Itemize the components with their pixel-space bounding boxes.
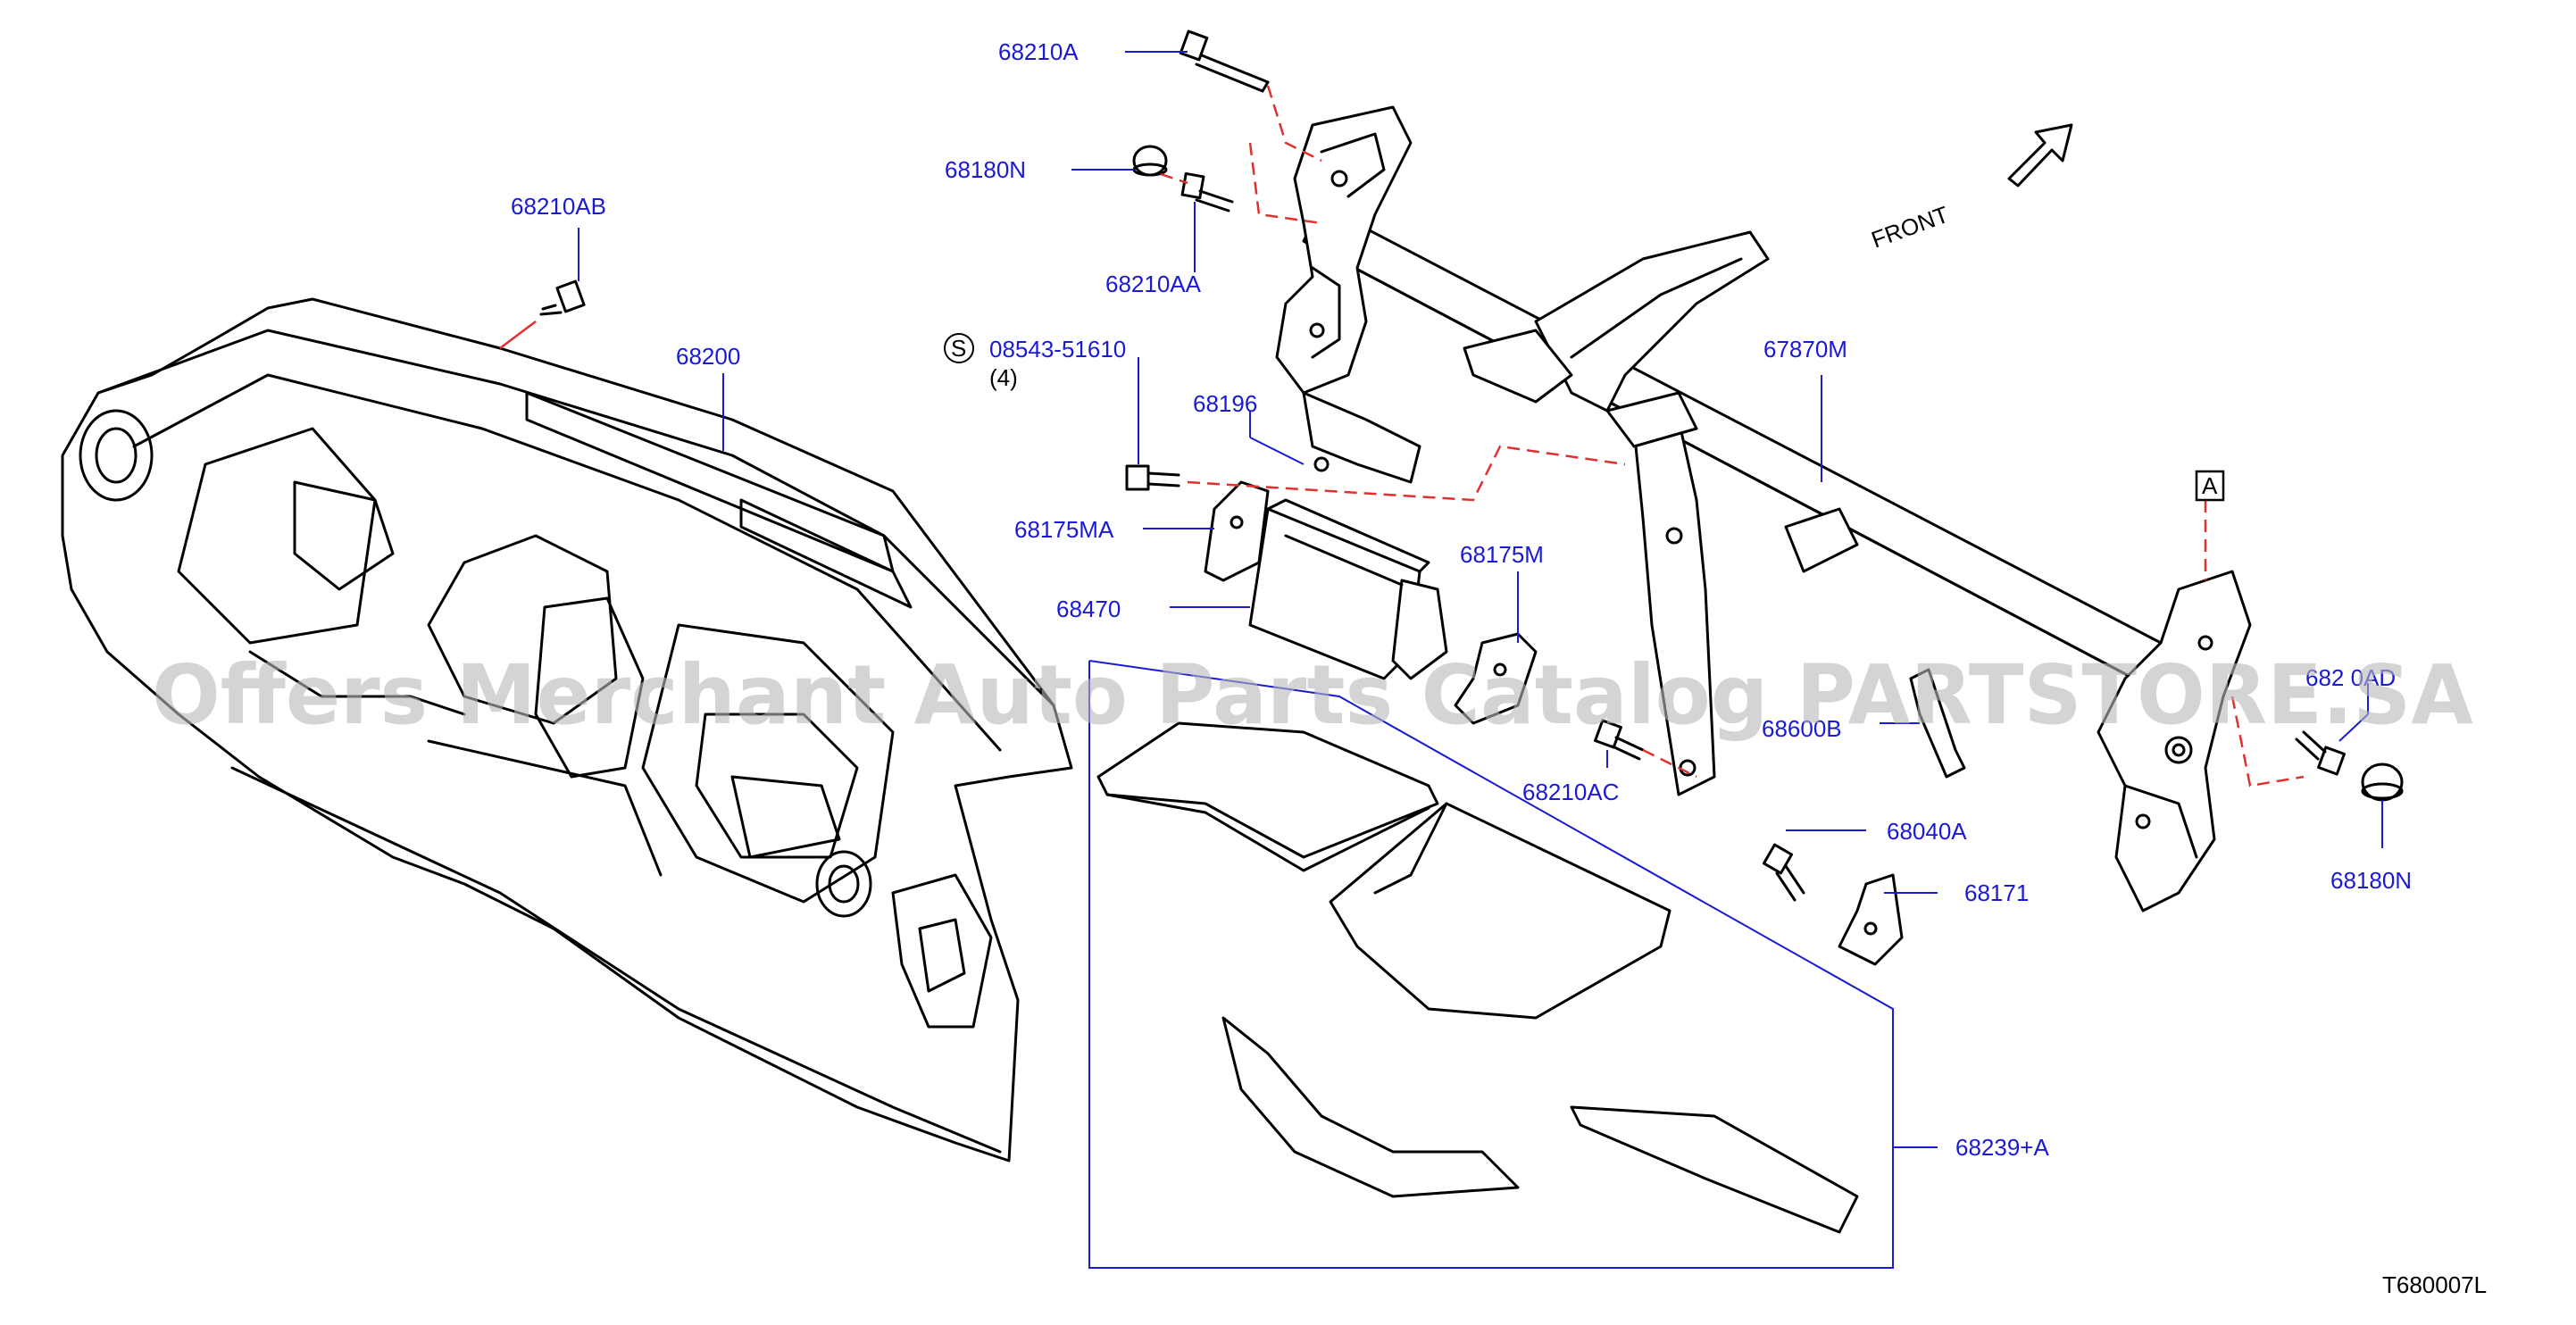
label-68175ma[interactable]: 68175MA	[1014, 516, 1114, 543]
bolt-68210ab[interactable]	[539, 279, 586, 316]
bracket-68175ma[interactable]	[1204, 480, 1270, 582]
label-67870m[interactable]: 67870M	[1763, 336, 1847, 362]
airbag-module-68470[interactable]	[1248, 498, 1448, 680]
bolt-68040a[interactable]	[1762, 843, 1805, 902]
bolt-08543-51610[interactable]	[1125, 464, 1180, 491]
s-code-letter: S	[951, 335, 966, 362]
ref-line-68210ab	[499, 321, 537, 349]
label-68210aa[interactable]: 68210AA	[1105, 271, 1202, 297]
label-68210a[interactable]: 68210A	[998, 38, 1079, 65]
front-label: FRONT	[1868, 201, 1953, 254]
label-68210ad[interactable]: 682 0AD	[2305, 664, 2396, 691]
front-arrow-icon	[2007, 123, 2073, 188]
label-68210ac[interactable]: 68210AC	[1522, 779, 1619, 805]
label-68180n-right[interactable]: 68180N	[2330, 867, 2412, 894]
reference-lines	[1160, 85, 2305, 788]
label-68196[interactable]: 68196	[1193, 390, 1257, 417]
label-68200[interactable]: 68200	[676, 343, 740, 370]
dashboard-panel-68200[interactable]	[61, 297, 1073, 1162]
label-68239a[interactable]: 68239+A	[1955, 1134, 2049, 1161]
steering-member-67870m[interactable]	[1275, 105, 2252, 912]
label-68600b[interactable]: 68600B	[1762, 715, 1842, 742]
bracket-68171[interactable]	[1838, 873, 1904, 966]
trim-panels-frame	[1088, 660, 1894, 1269]
bolt-68210aa[interactable]	[1180, 171, 1234, 212]
label-quantity: (4)	[989, 364, 1018, 391]
label-68470[interactable]: 68470	[1056, 596, 1121, 622]
bracket-68600b[interactable]	[1909, 668, 1966, 779]
leader-lines	[578, 51, 2383, 894]
s-code-circle	[944, 333, 974, 363]
label-68171[interactable]: 68171	[1964, 879, 2029, 906]
diagram-id: T680007L	[2382, 1271, 2487, 1298]
cap-68180n-top[interactable]	[1132, 145, 1168, 177]
bracket-68175m[interactable]	[1454, 632, 1538, 725]
label-08543-51610[interactable]: 08543-51610	[989, 336, 1126, 362]
label-68040a[interactable]: 68040A	[1887, 818, 1967, 845]
bolt-68210a[interactable]	[1179, 29, 1270, 93]
label-68180n-top[interactable]: 68180N	[945, 156, 1026, 183]
label-68175m[interactable]: 68175M	[1460, 541, 1544, 568]
bolt-68210ac[interactable]	[1594, 719, 1645, 761]
reference-letter-a: A	[2202, 472, 2218, 499]
bolt-68210ad[interactable]	[2295, 730, 2346, 776]
cap-68180n-right[interactable]	[2361, 762, 2404, 802]
label-68210ab[interactable]: 68210AB	[511, 193, 606, 220]
watermark-text: Offers Merchant Auto Parts Catalog PARTS…	[152, 647, 2473, 743]
reference-box-a	[2195, 470, 2225, 502]
trim-panels-68239a[interactable]	[1096, 721, 1859, 1234]
